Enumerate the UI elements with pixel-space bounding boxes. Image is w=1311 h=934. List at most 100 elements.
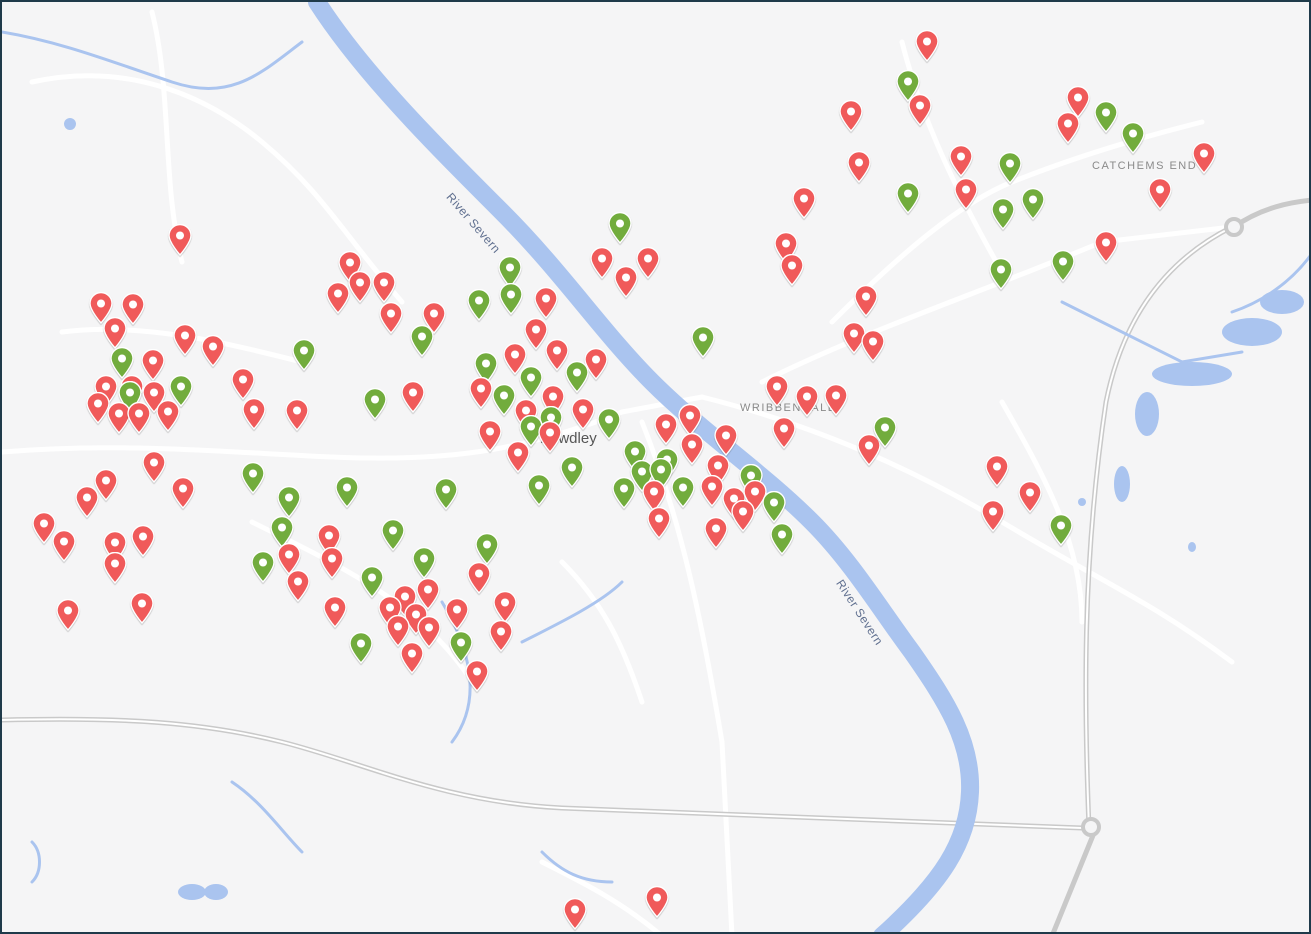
red-map-marker[interactable] — [653, 413, 679, 445]
red-map-marker[interactable] — [399, 642, 425, 674]
red-map-marker[interactable] — [51, 530, 77, 562]
green-map-marker[interactable] — [240, 462, 266, 494]
red-map-marker[interactable] — [85, 392, 111, 424]
red-map-marker[interactable] — [730, 500, 756, 532]
green-map-marker[interactable] — [291, 339, 317, 371]
green-map-marker[interactable] — [596, 408, 622, 440]
red-map-marker[interactable] — [1055, 112, 1081, 144]
red-map-marker[interactable] — [779, 254, 805, 286]
green-map-marker[interactable] — [334, 476, 360, 508]
red-map-marker[interactable] — [713, 424, 739, 456]
red-map-marker[interactable] — [570, 398, 596, 430]
green-map-marker[interactable] — [564, 361, 590, 393]
green-map-marker[interactable] — [518, 366, 544, 398]
red-map-marker[interactable] — [914, 30, 940, 62]
red-map-marker[interactable] — [635, 247, 661, 279]
green-map-marker[interactable] — [109, 347, 135, 379]
green-map-marker[interactable] — [1120, 122, 1146, 154]
green-map-marker[interactable] — [359, 566, 385, 598]
red-map-marker[interactable] — [285, 570, 311, 602]
red-map-marker[interactable] — [846, 151, 872, 183]
red-map-marker[interactable] — [230, 368, 256, 400]
red-map-marker[interactable] — [106, 402, 132, 434]
green-map-marker[interactable] — [474, 533, 500, 565]
red-map-marker[interactable] — [984, 455, 1010, 487]
green-map-marker[interactable] — [997, 152, 1023, 184]
green-map-marker[interactable] — [380, 519, 406, 551]
red-map-marker[interactable] — [1093, 231, 1119, 263]
green-map-marker[interactable] — [448, 631, 474, 663]
green-map-marker[interactable] — [411, 547, 437, 579]
red-map-marker[interactable] — [544, 339, 570, 371]
red-map-marker[interactable] — [385, 615, 411, 647]
green-map-marker[interactable] — [518, 415, 544, 447]
red-map-marker[interactable] — [322, 596, 348, 628]
red-map-marker[interactable] — [126, 402, 152, 434]
red-map-marker[interactable] — [170, 477, 196, 509]
red-map-marker[interactable] — [644, 886, 670, 918]
red-map-marker[interactable] — [860, 330, 886, 362]
green-map-marker[interactable] — [872, 416, 898, 448]
red-map-marker[interactable] — [284, 399, 310, 431]
red-map-marker[interactable] — [140, 349, 166, 381]
red-map-marker[interactable] — [1191, 142, 1217, 174]
green-map-marker[interactable] — [433, 478, 459, 510]
red-map-marker[interactable] — [167, 224, 193, 256]
red-map-marker[interactable] — [464, 660, 490, 692]
red-map-marker[interactable] — [120, 293, 146, 325]
green-map-marker[interactable] — [348, 632, 374, 664]
red-map-marker[interactable] — [421, 302, 447, 334]
red-map-marker[interactable] — [948, 145, 974, 177]
green-map-marker[interactable] — [988, 258, 1014, 290]
red-map-marker[interactable] — [74, 486, 100, 518]
red-map-marker[interactable] — [677, 404, 703, 436]
red-map-marker[interactable] — [319, 547, 345, 579]
red-map-marker[interactable] — [764, 375, 790, 407]
green-map-marker[interactable] — [269, 516, 295, 548]
green-map-marker[interactable] — [168, 375, 194, 407]
green-map-marker[interactable] — [409, 325, 435, 357]
green-map-marker[interactable] — [491, 384, 517, 416]
red-map-marker[interactable] — [613, 266, 639, 298]
red-map-marker[interactable] — [492, 591, 518, 623]
red-map-marker[interactable] — [325, 282, 351, 314]
red-map-marker[interactable] — [838, 100, 864, 132]
red-map-marker[interactable] — [378, 302, 404, 334]
red-map-marker[interactable] — [502, 343, 528, 375]
red-map-marker[interactable] — [416, 616, 442, 648]
red-map-marker[interactable] — [703, 517, 729, 549]
red-map-marker[interactable] — [583, 348, 609, 380]
red-map-marker[interactable] — [980, 500, 1006, 532]
red-map-marker[interactable] — [93, 469, 119, 501]
red-map-marker[interactable] — [505, 441, 531, 473]
red-map-marker[interactable] — [794, 385, 820, 417]
red-map-marker[interactable] — [1065, 86, 1091, 118]
red-map-marker[interactable] — [172, 324, 198, 356]
red-map-marker[interactable] — [1017, 481, 1043, 513]
green-map-marker[interactable] — [466, 289, 492, 321]
green-map-marker[interactable] — [559, 456, 585, 488]
green-map-marker[interactable] — [611, 477, 637, 509]
red-map-marker[interactable] — [823, 384, 849, 416]
red-map-marker[interactable] — [102, 552, 128, 584]
red-map-marker[interactable] — [477, 420, 503, 452]
red-map-marker[interactable] — [130, 525, 156, 557]
green-map-marker[interactable] — [1050, 250, 1076, 282]
green-map-marker[interactable] — [498, 283, 524, 315]
red-map-marker[interactable] — [415, 578, 441, 610]
green-map-marker[interactable] — [1093, 101, 1119, 133]
red-map-marker[interactable] — [646, 507, 672, 539]
green-map-marker[interactable] — [526, 474, 552, 506]
red-map-marker[interactable] — [241, 398, 267, 430]
red-map-marker[interactable] — [907, 94, 933, 126]
red-map-marker[interactable] — [468, 377, 494, 409]
green-map-marker[interactable] — [895, 182, 921, 214]
red-map-marker[interactable] — [856, 434, 882, 466]
red-map-marker[interactable] — [102, 317, 128, 349]
green-map-marker[interactable] — [895, 70, 921, 102]
red-map-marker[interactable] — [679, 433, 705, 465]
red-map-marker[interactable] — [641, 480, 667, 512]
red-map-marker[interactable] — [953, 178, 979, 210]
red-map-marker[interactable] — [853, 285, 879, 317]
red-map-marker[interactable] — [141, 451, 167, 483]
